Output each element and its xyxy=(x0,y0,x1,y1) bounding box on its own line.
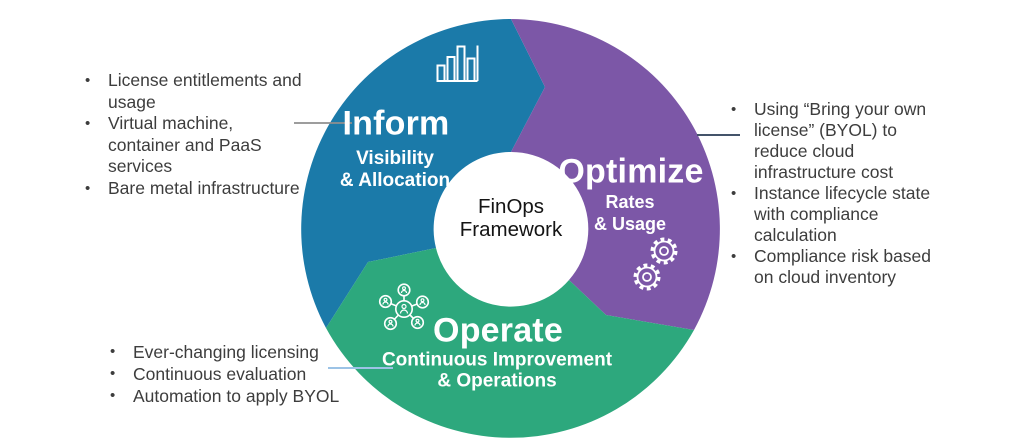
list-item: • License entitlements and usage xyxy=(85,70,305,113)
list-item-text: Automation to apply BYOL xyxy=(133,386,340,406)
inform-annotation-list: • License entitlements and usage • Virtu… xyxy=(85,70,305,199)
people-network-icon xyxy=(378,283,430,331)
bullet-icon: • xyxy=(110,365,116,382)
list-item-text: Continuous evaluation xyxy=(133,364,307,384)
list-item: • Continuous evaluation xyxy=(110,363,340,385)
bullet-icon: • xyxy=(731,248,737,265)
bar-chart-icon xyxy=(436,45,479,82)
list-item-text: Instance lifecycle state with compliance… xyxy=(754,183,931,245)
inform-subtitle: Visibility & Allocation xyxy=(339,148,451,191)
gear-top xyxy=(650,237,678,265)
list-item: • Using “Bring your own license” (BYOL) … xyxy=(731,99,961,183)
bullet-icon: • xyxy=(110,387,116,404)
bullet-icon: • xyxy=(85,179,91,197)
center-label: FinOps Framework xyxy=(459,195,563,241)
list-item: • Virtual machine, container and PaaS se… xyxy=(85,113,305,178)
list-item: • Instance lifecycle state with complian… xyxy=(731,183,961,246)
list-item: • Bare metal infrastructure xyxy=(85,178,305,200)
optimize-title: Optimize xyxy=(558,152,704,191)
gear-bottom xyxy=(633,263,661,291)
inform-title: Inform xyxy=(342,104,450,143)
list-item-text: Virtual machine, container and PaaS serv… xyxy=(108,113,262,176)
operate-segment xyxy=(326,248,694,438)
list-item-text: Bare metal infrastructure xyxy=(108,177,300,198)
bullet-icon: • xyxy=(731,101,737,118)
bullet-icon: • xyxy=(85,115,91,132)
list-item-text: Ever-changing licensing xyxy=(133,342,319,362)
list-item: • Ever-changing licensing xyxy=(110,341,340,363)
optimize-annotation-list: • Using “Bring your own license” (BYOL) … xyxy=(731,99,961,288)
bullet-icon: • xyxy=(110,343,116,360)
bullet-icon: • xyxy=(731,185,737,202)
list-item-text: License entitlements and usage xyxy=(108,70,302,112)
gears-icon xyxy=(633,237,678,291)
optimize-subtitle: Rates & Usage xyxy=(593,192,667,234)
operate-title: Operate xyxy=(433,311,563,350)
list-item: • Compliance risk based on cloud invento… xyxy=(731,246,961,288)
inform-segment xyxy=(301,19,545,328)
list-item: • Automation to apply BYOL xyxy=(110,385,340,407)
bullet-icon: • xyxy=(85,72,91,89)
operate-subtitle: Continuous Improvement & Operations xyxy=(381,349,613,391)
list-item-text: Compliance risk based on cloud inventory xyxy=(754,246,932,287)
list-item-text: Using “Bring your own license” (BYOL) to… xyxy=(754,99,927,182)
operate-annotation-list: • Ever-changing licensing • Continuous e… xyxy=(110,341,340,407)
